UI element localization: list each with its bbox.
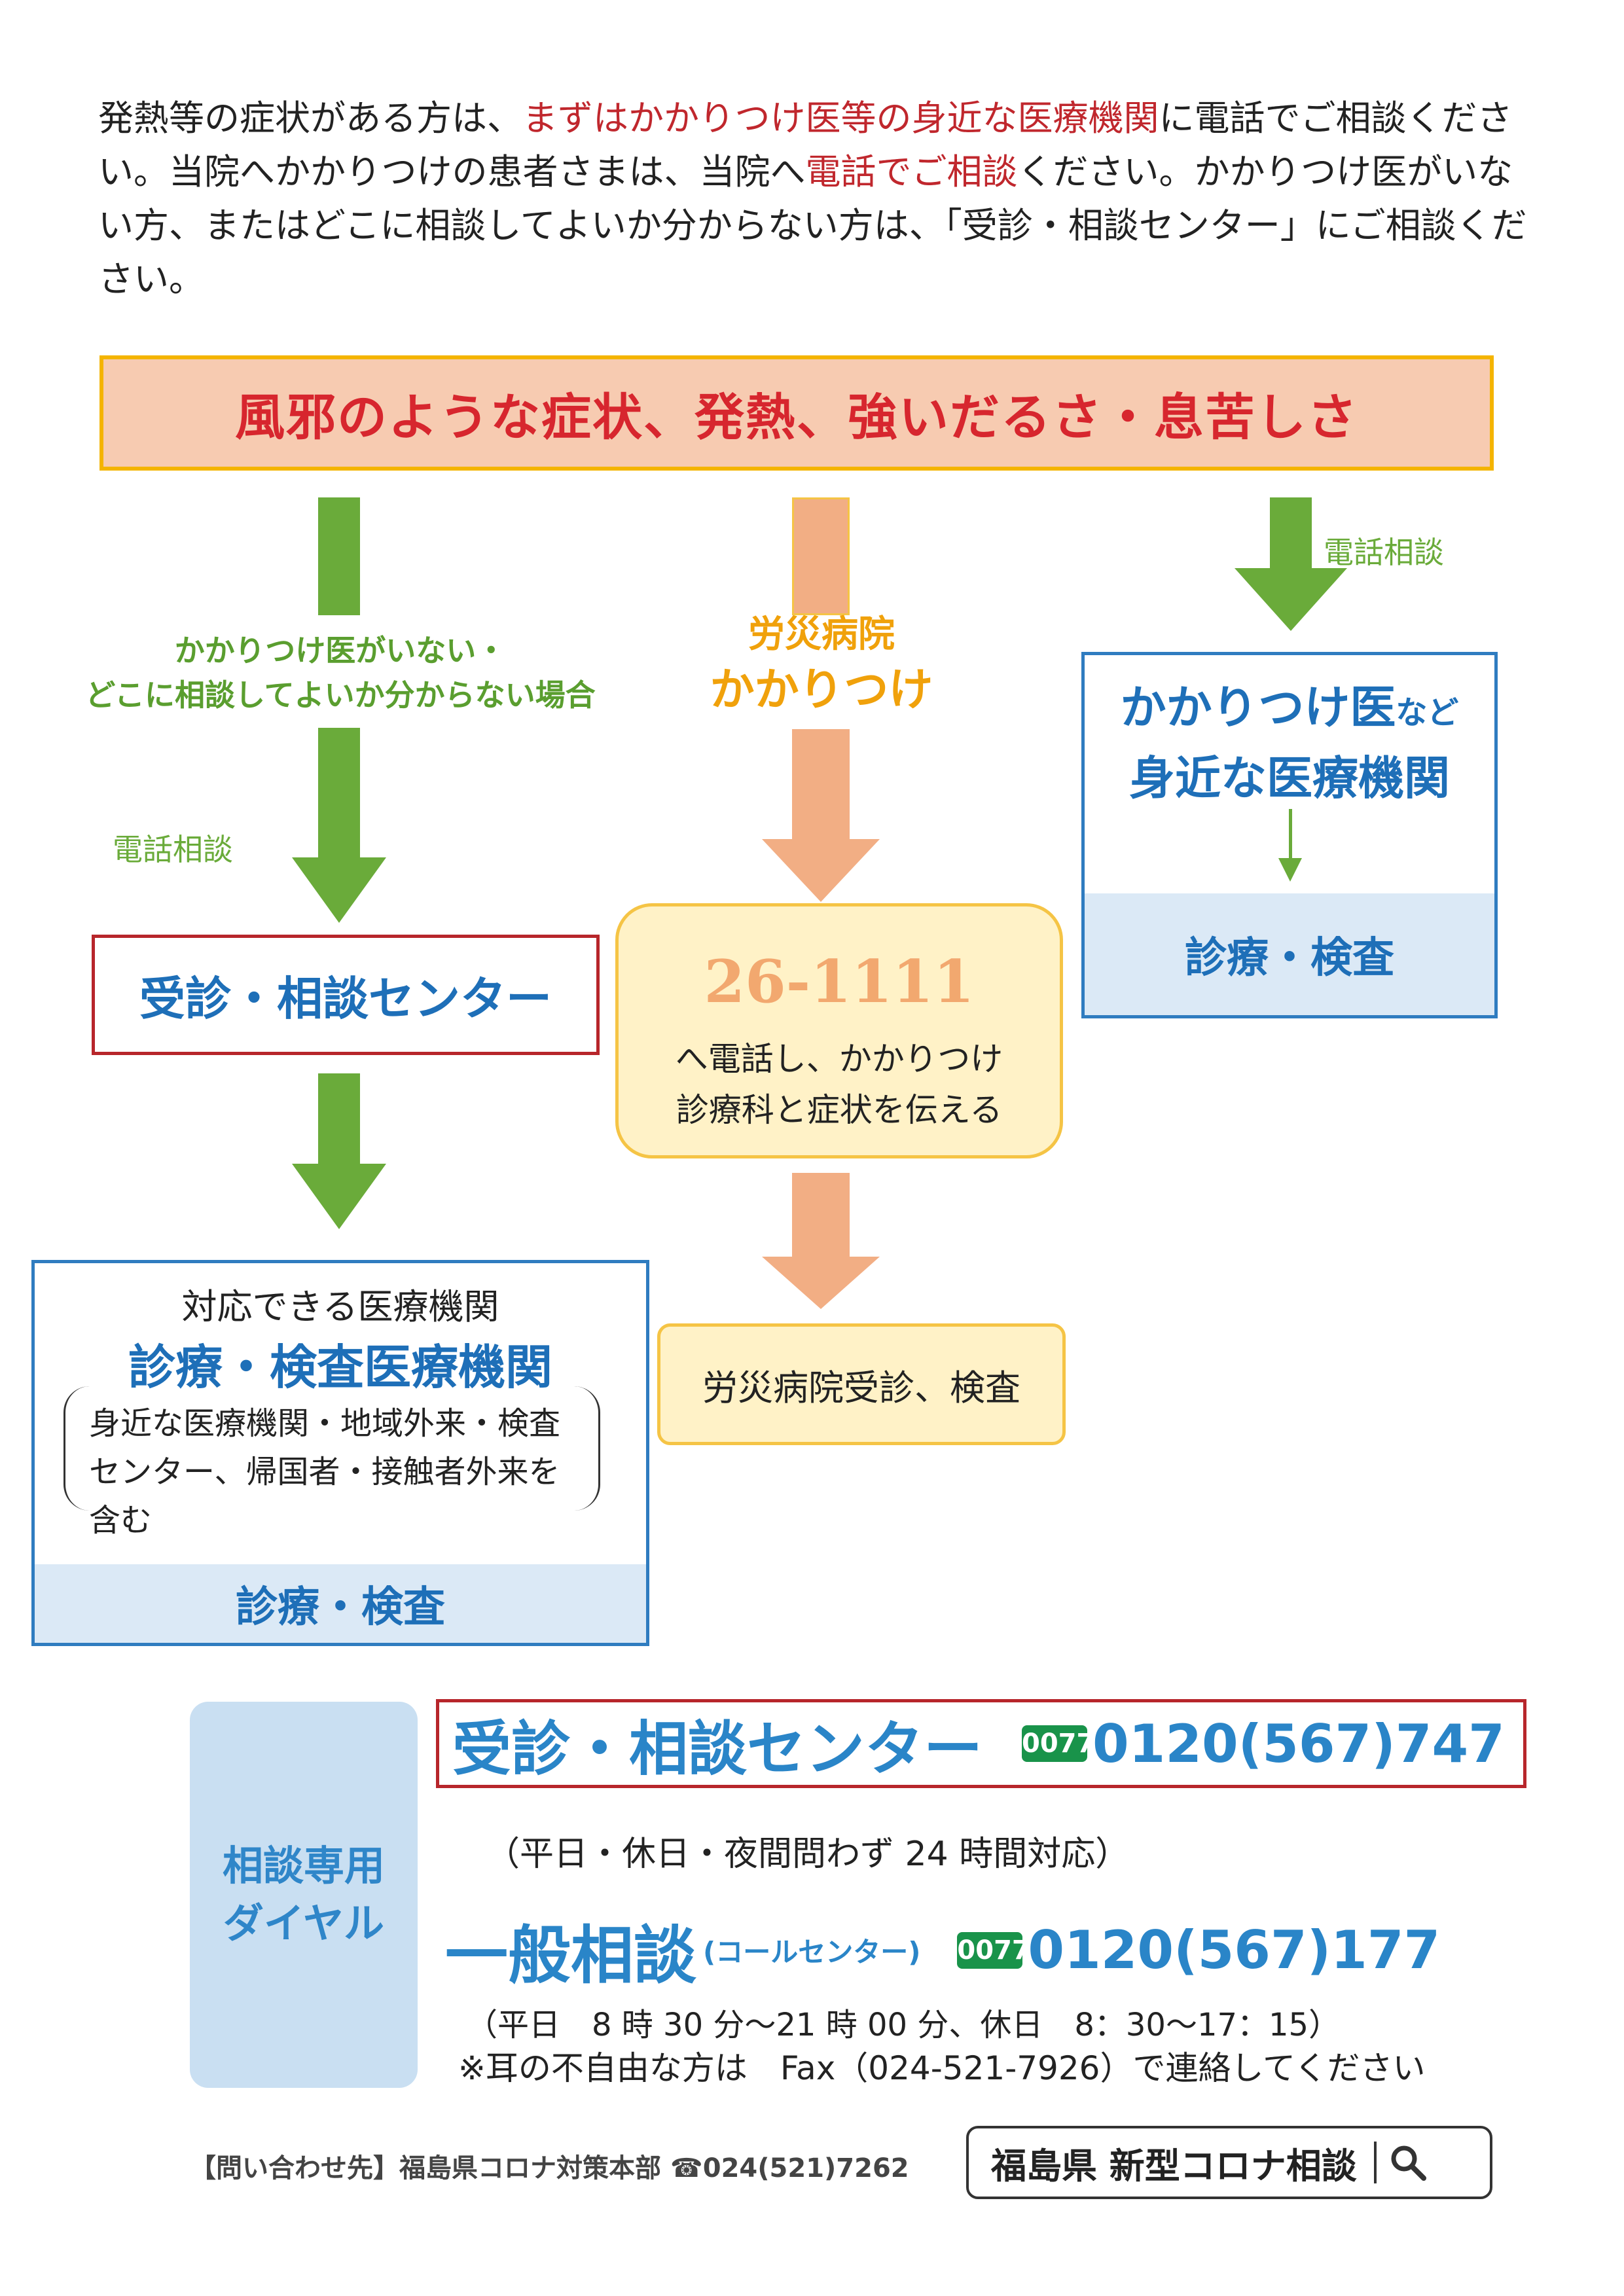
hotline-1-row: 受診・相談センター 0077 0120(567)747 <box>436 1699 1526 1788</box>
instruction-line: へ電話し、かかりつけ <box>675 1040 1003 1078</box>
arrow-shaft <box>1270 497 1312 569</box>
intro-emphasis: まずはかかりつけ医等の身近な医療機関 <box>522 98 1159 139</box>
intro-emphasis: 電話でご相談 <box>805 151 1018 192</box>
intro-text: 発熱等の症状がある方は、 <box>98 98 522 139</box>
arrow-head <box>292 1164 386 1229</box>
middle-label-line: かかりつけ <box>710 664 933 716</box>
arrow-shaft <box>318 1073 360 1165</box>
arrow-head <box>292 857 386 923</box>
search-banner[interactable]: 福島県 新型コロナ相談 <box>966 2126 1492 2199</box>
arrow-head <box>762 1257 880 1309</box>
institution-note: 身近な医療機関・地域外来・検査センター、帰国者・接触者外来を含む <box>63 1386 600 1539</box>
dedicated-dial-panel: 相談専用 ダイヤル <box>190 1702 418 2088</box>
hotline-1-hours: （平日・休日・夜間問わず 24 時間対応） <box>486 1835 1130 1874</box>
family-doctor-label: かかりつけ医など 身近な医療機関 <box>1085 675 1494 811</box>
search-divider <box>1373 2142 1377 2183</box>
intro-text: ください。かかりつけ医がいない方、またはどこに相談してよいか分からない方は、「受… <box>98 151 1527 300</box>
dedicated-dial-label: 相談専用 <box>222 1842 385 1890</box>
institution-subtitle: 対応できる医療機関 <box>181 1286 499 1327</box>
rosai-instruction: へ電話し、かかりつけ 診療科と症状を伝える <box>619 1033 1060 1136</box>
dedicated-dial-label: ダイヤル <box>223 1899 385 1947</box>
hotline-2-name: 一般相談 <box>445 1919 696 1992</box>
institution-title: 診療・検査医療機関 <box>128 1340 552 1395</box>
left-condition-line: どこに相談してよいか分からない場合 <box>85 677 596 713</box>
consult-center-box: 受診・相談センター <box>92 935 600 1055</box>
symptoms-banner: 風邪のような症状、発熱、強いだるさ・息苦しさ <box>99 355 1494 471</box>
hotline-1-name: 受診・相談センター <box>452 1715 983 1784</box>
intro-paragraph: 発熱等の症状がある方は、まずはかかりつけ医等の身近な医療機関に電話でご相談くださ… <box>98 92 1538 306</box>
right-result-strip: 診療・検査 <box>1085 893 1494 1015</box>
medical-institution-box: 対応できる医療機関 診療・検査医療機関 身近な医療機関・地域外来・検査センター、… <box>31 1260 649 1646</box>
hotline-2-sub: (コールセンター) <box>703 1936 921 1968</box>
contact-info: 【問い合わせ先】福島県コロナ対策本部 ☎024(521)7262 <box>190 2153 909 2183</box>
left-condition-line: かかりつけ医がいない・ <box>174 633 507 668</box>
arrow-head <box>762 839 880 902</box>
intro-text: に電話でご相談ください。当院へかかりつけの患者さまは、当院へ <box>98 98 1513 192</box>
left-condition-label: かかりつけ医がいない・ どこに相談してよいか分からない場合 <box>52 628 628 717</box>
arrow-head <box>1235 568 1347 631</box>
freedial-icon: 0077 <box>957 1931 1030 1969</box>
arrow-shaft <box>792 1173 850 1258</box>
search-banner-text: 福島県 新型コロナ相談 <box>991 2145 1357 2187</box>
rosai-result-label: 労災病院受診、検査 <box>702 1367 1020 1408</box>
symptoms-text: 風邪のような症状、発熱、強いだるさ・息苦しさ <box>235 388 1358 446</box>
phone-consult-label: 電話相談 <box>1324 535 1444 570</box>
arrow-shaft <box>1289 809 1292 861</box>
arrow-shaft <box>792 497 850 615</box>
family-doctor-line: かかりつけ医 <box>1120 681 1396 734</box>
search-icon <box>1388 2143 1428 2182</box>
rosai-result-box: 労災病院受診、検査 <box>657 1323 1066 1445</box>
rosai-phone-box: 26-1111 へ電話し、かかりつけ 診療科と症状を伝える <box>615 903 1063 1158</box>
left-result-strip: 診療・検査 <box>35 1564 646 1643</box>
family-doctor-line: 身近な医療機関 <box>1129 751 1450 805</box>
arrow-head <box>1278 858 1302 882</box>
instruction-line: 診療科と症状を伝える <box>676 1091 1003 1129</box>
family-doctor-box: かかりつけ医など 身近な医療機関 診療・検査 <box>1081 652 1498 1018</box>
arrow-shaft <box>318 497 360 615</box>
family-doctor-suffix: など <box>1396 694 1459 731</box>
middle-label-line: 労災病院 <box>748 613 895 656</box>
fax-note: ※耳の不自由な方は Fax（024-521-7926）で連絡してください <box>458 2049 1426 2087</box>
hotline-2-row: 一般相談 (コールセンター) 0077 0120(567)177 <box>445 1905 1440 1996</box>
phone-consult-label: 電話相談 <box>113 832 233 867</box>
arrow-shaft <box>318 728 360 859</box>
consult-center-label: 受診・相談センター <box>139 971 552 1026</box>
arrow-shaft <box>792 729 850 840</box>
hotline-1-number[interactable]: 0120(567)747 <box>1092 1713 1505 1774</box>
hotline-2-number[interactable]: 0120(567)177 <box>1028 1920 1441 1981</box>
freedial-icon: 0077 <box>1022 1725 1094 1762</box>
hotline-2-hours: （平日 8 時 30 分～21 時 00 分、休日 8：30～17：15） <box>466 2007 1341 2043</box>
rosai-phone-number: 26-1111 <box>704 947 975 1016</box>
middle-label: 労災病院 かかりつけ <box>655 609 988 720</box>
